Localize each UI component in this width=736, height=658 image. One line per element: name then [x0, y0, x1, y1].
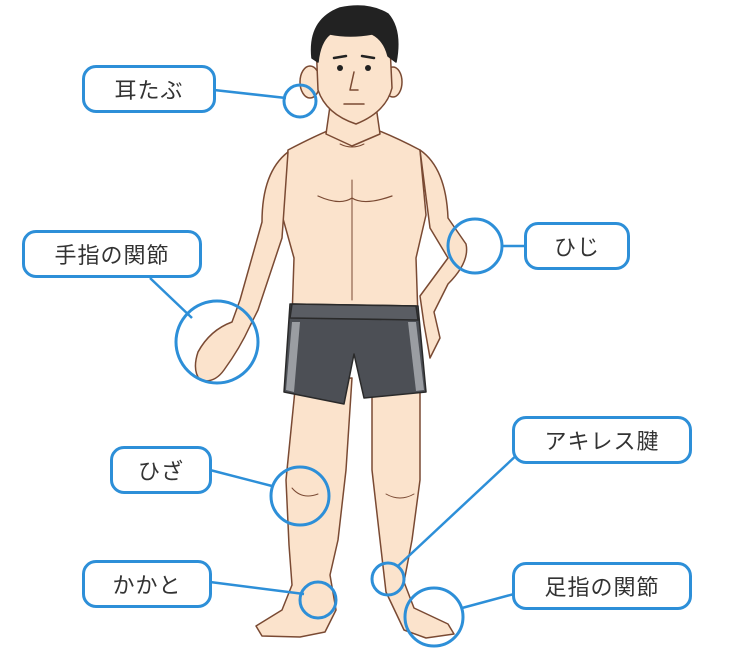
elbow-circle [446, 217, 504, 275]
elbow-label: ひじ [524, 222, 630, 270]
knee-label: ひざ [110, 446, 212, 494]
knee-circle [269, 465, 331, 527]
shorts-stripe-right [408, 322, 424, 391]
torso [281, 121, 427, 319]
finger-joint-label: 手指の関節 [22, 230, 202, 278]
person-figure [194, 5, 468, 639]
hair [310, 5, 399, 63]
connector-lines [149, 88, 524, 610]
knee-connector [209, 468, 273, 488]
shorts [283, 303, 427, 405]
heel-circle [298, 580, 338, 620]
achilles-connector [397, 451, 521, 567]
highlight-circles [174, 83, 504, 648]
heel-label: かかと [82, 560, 212, 608]
earlobe-connector [213, 88, 287, 100]
left-leg [255, 377, 353, 638]
achilles-label: アキレス腱 [512, 416, 692, 464]
right-leg [371, 377, 455, 639]
earlobe-label: 耳たぶ [82, 65, 216, 113]
heel-connector [209, 580, 305, 596]
shorts-stripe-left [286, 322, 300, 392]
toe-joint-label: 足指の関節 [512, 562, 692, 610]
left-arm-bent [419, 149, 468, 359]
toe-joint-circle [403, 586, 465, 648]
right-arm [194, 151, 289, 382]
shorts-waistband [289, 303, 419, 321]
finger-joint-connector [149, 277, 193, 319]
toe-joint-connector [461, 592, 515, 610]
earlobe-circle [282, 83, 318, 119]
achilles-circle [370, 561, 406, 597]
finger-joint-circle [174, 299, 260, 385]
